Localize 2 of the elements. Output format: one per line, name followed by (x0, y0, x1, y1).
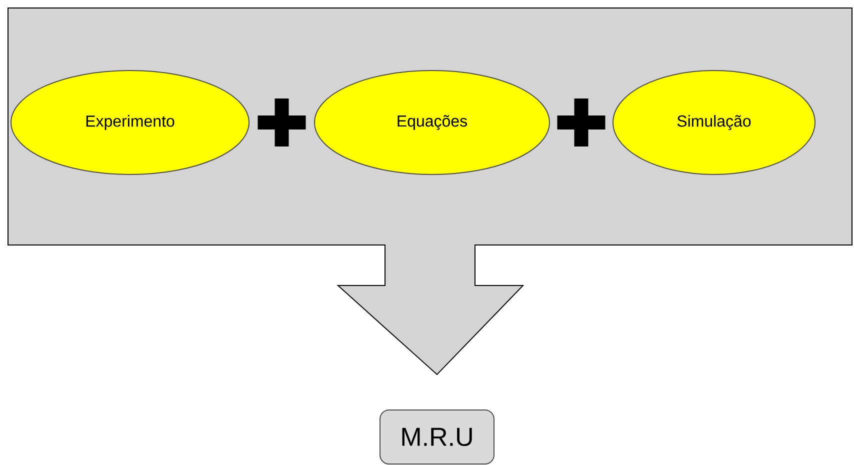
block-arrow (336, 244, 524, 376)
rounded-box: M.R.U (380, 410, 494, 464)
